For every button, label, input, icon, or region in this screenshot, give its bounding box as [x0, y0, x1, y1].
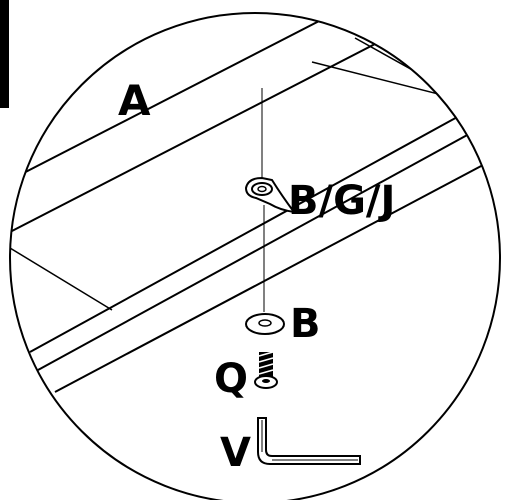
bolt-part	[254, 351, 278, 389]
flat-washer-part	[245, 313, 285, 335]
detail-circle-outline	[9, 12, 501, 500]
detail-contents	[10, 13, 500, 393]
lower-beam-middle-edge	[37, 127, 481, 371]
label-washer-bracket: B/G/J	[288, 178, 395, 224]
hex-key-part	[257, 417, 361, 465]
rail-a-top-edge	[10, 13, 361, 181]
lower-beam-bottom-edge	[54, 155, 500, 393]
label-washer: B	[290, 301, 321, 347]
washer-bracket-part	[244, 176, 297, 214]
rail-a-bottom-edge	[10, 25, 411, 233]
label-part-a: A	[118, 76, 151, 125]
label-hex-key: V	[220, 430, 251, 476]
left-slat-edge	[10, 247, 113, 311]
label-bolt: Q	[214, 356, 248, 402]
lower-beam-top-edge	[29, 109, 471, 353]
back-frame-edge-1	[311, 61, 471, 103]
page-edge-mark	[0, 0, 9, 108]
